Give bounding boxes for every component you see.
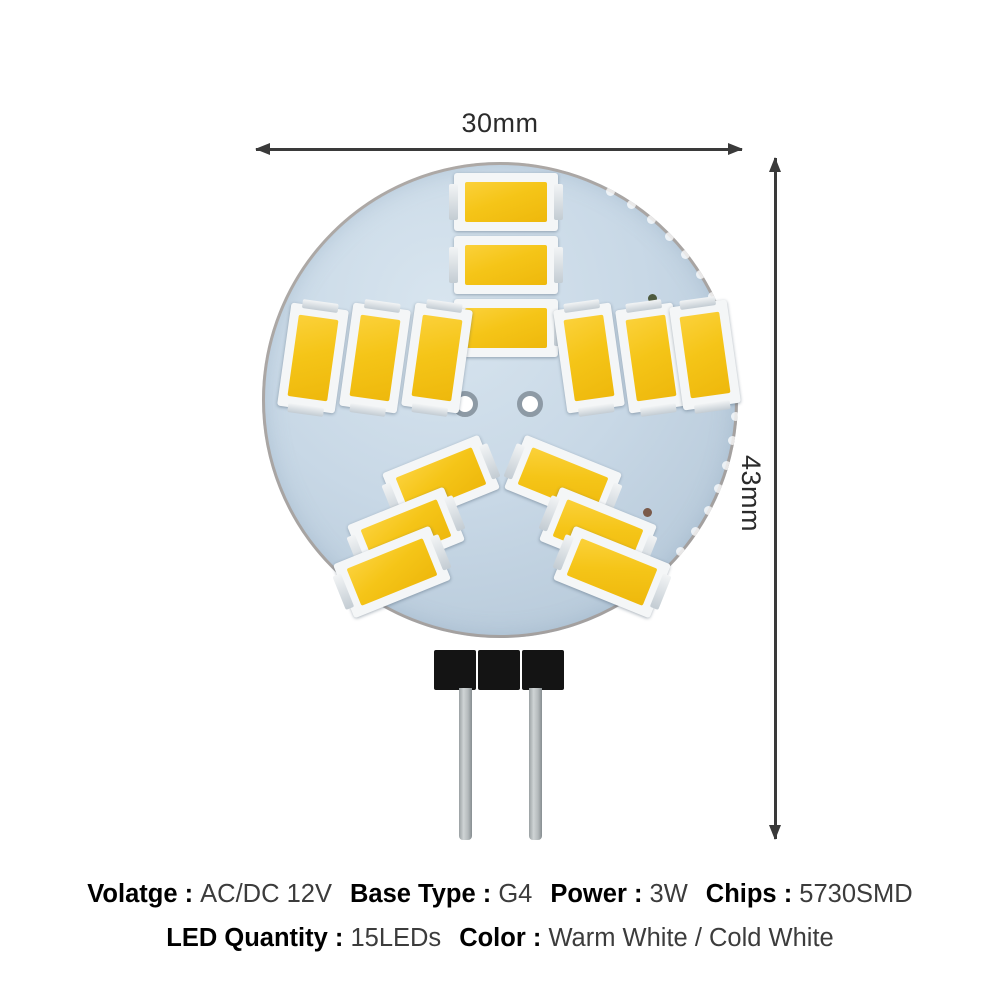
spec-key: LED Quantity : [166,924,351,952]
led-chip [449,299,563,357]
led-lead [554,247,563,283]
width-dimension-line [255,143,743,155]
spec-item: Chips : 5730SMD [706,872,913,916]
led-phosphor [349,314,401,402]
spec-value: 15LEDs [350,924,442,952]
spec-item: Color : Warm White / Cold White [459,916,834,960]
pcb-via-upper-right [648,294,657,303]
led-phosphor [465,182,547,222]
spec-key: Base Type : [349,880,499,908]
spec-value: Warm White / Cold White [548,924,834,952]
led-lead [554,184,563,220]
led-phosphor [465,245,547,285]
arrow-down-icon [769,825,781,840]
spec-value: 5730SMD [799,880,913,908]
width-dimension-label: 30mm [0,108,1000,139]
spec-value: 3W [649,880,688,908]
arrow-right-icon [728,143,743,155]
g4-pin-right [529,688,542,840]
base-block-left [434,650,476,690]
spec-item: Volatge : AC/DC 12V [87,872,332,916]
spec-key: Chips : [705,880,800,908]
arrow-up-icon [769,157,781,172]
spec-key: Volatge : [87,880,201,908]
led-chip [449,173,563,231]
led-phosphor [563,314,615,402]
led-phosphor [287,314,339,402]
spec-line-2: LED Quantity : 15LEDs Color : Warm White … [0,916,1000,960]
led-lead [449,184,458,220]
led-phosphor [625,314,677,402]
spec-key: Power : [550,880,650,908]
led-lead [449,247,458,283]
led-phosphor [411,314,463,402]
arrow-left-icon [255,143,270,155]
base-block-center [478,650,520,690]
base-block-right [522,650,564,690]
spec-item: Base Type : G4 [350,872,532,916]
spec-value: G4 [498,880,533,908]
led-phosphor [679,311,731,399]
mounting-hole-right [517,391,543,417]
led-chip [449,236,563,294]
specification-text: Volatge : AC/DC 12V Base Type : G4 Power :… [0,872,1000,960]
g4-pin-left [459,688,472,840]
spec-line-1: Volatge : AC/DC 12V Base Type : G4 Power :… [0,872,1000,916]
led-phosphor [465,308,547,348]
pcb-via-lower-right [643,508,652,517]
spec-value: AC/DC 12V [200,880,332,908]
width-dimension-text: 30mm [461,108,539,138]
height-dimension-line [769,157,781,840]
spec-item: Power : 3W [550,872,687,916]
spec-key: Color : [459,924,549,952]
spec-item: LED Quantity : 15LEDs [166,916,441,960]
